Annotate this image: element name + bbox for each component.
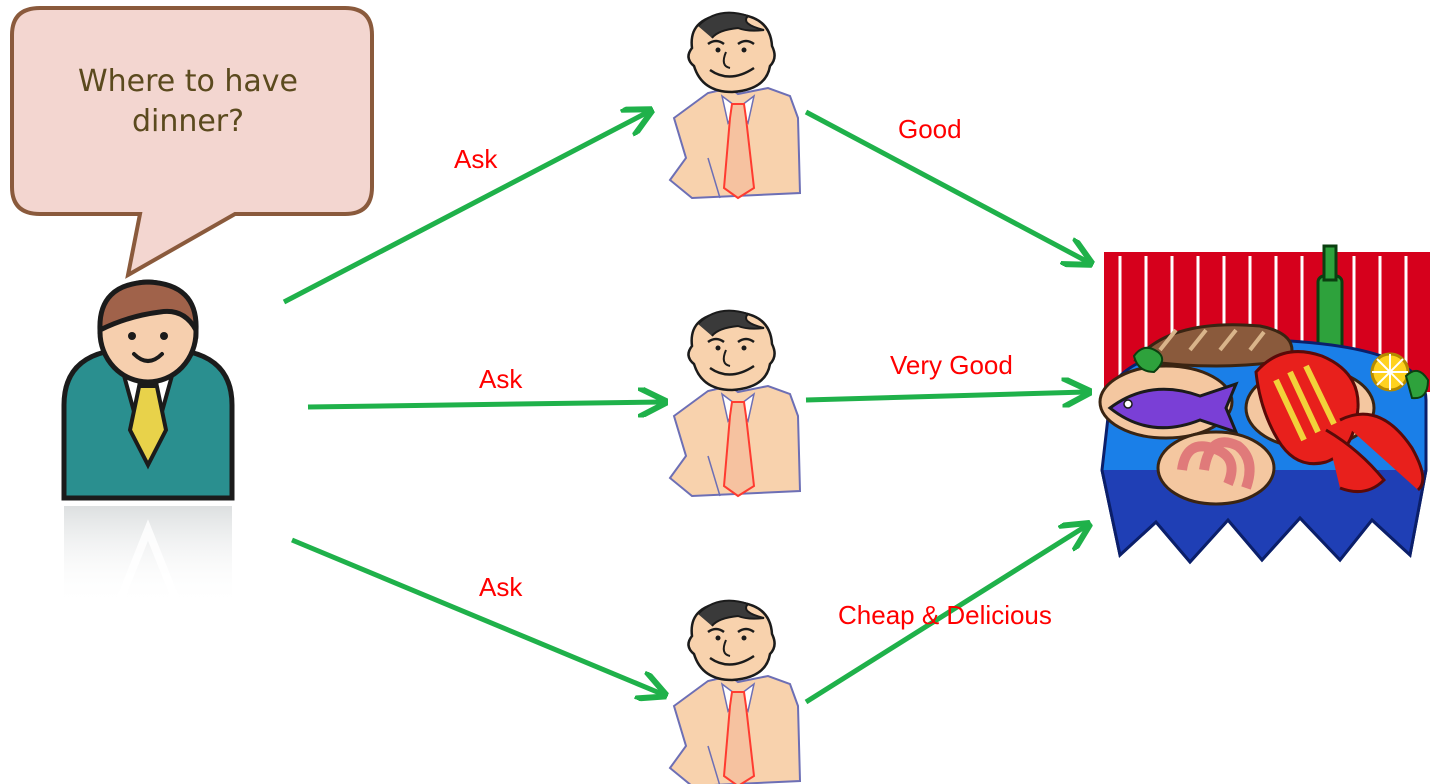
restaurant-icon <box>1098 244 1430 565</box>
arrows <box>282 109 1088 705</box>
question-text: Where to have dinner? <box>77 64 299 139</box>
speech-bubble <box>10 6 374 279</box>
advisor-icon <box>668 599 802 784</box>
ask-arrow-2 <box>307 402 662 407</box>
advisor-icon <box>668 11 802 200</box>
ask-arrow-1 <box>282 112 648 305</box>
answer-label-good: Good <box>898 114 962 144</box>
ask-label-1: Ask <box>454 144 498 174</box>
answer-label-very-good: Very Good <box>890 350 1013 380</box>
answer-arrow-1 <box>804 109 1088 262</box>
person-icon <box>61 279 235 606</box>
advisor-icon <box>668 309 802 498</box>
ask-label-3: Ask <box>479 572 523 602</box>
ask-arrow-3 <box>291 537 662 694</box>
answer-label-cheap-delicious: Cheap & Delicious <box>838 600 1052 630</box>
answer-arrow-3 <box>804 526 1086 705</box>
ask-label-2: Ask <box>479 364 523 394</box>
answer-arrow-2 <box>805 392 1086 400</box>
